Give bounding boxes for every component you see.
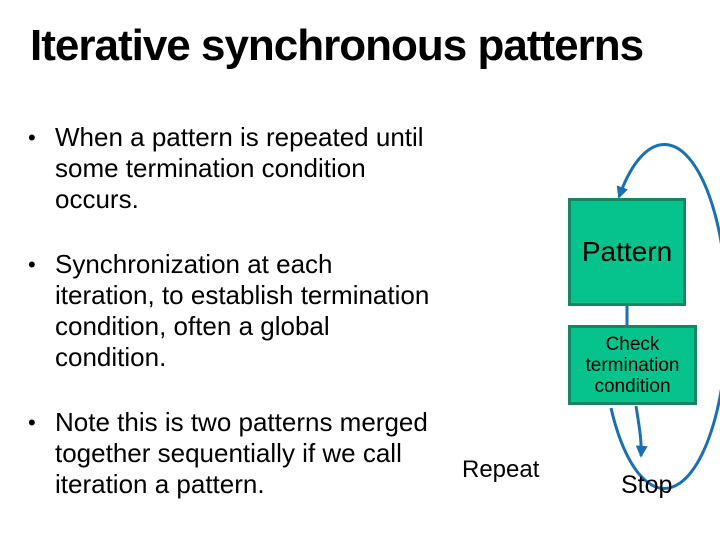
bullet-line: condition, often a global: [55, 311, 330, 341]
bullet-line: iteration, to establish termination: [55, 280, 430, 310]
check-box-line: Check: [605, 333, 660, 355]
bullet-item: • Synchronization at each iteration, to …: [28, 249, 460, 373]
pattern-box: Pattern: [568, 198, 686, 306]
check-box-line: termination: [585, 354, 680, 376]
bullet-line: together sequentially if we call: [55, 438, 402, 468]
check-termination-box: Check termination condition: [568, 325, 697, 405]
bullet-text: Note this is two patterns merged togethe…: [55, 407, 460, 500]
pattern-box-label: Pattern: [581, 236, 673, 267]
stop-label: Stop: [621, 471, 673, 499]
bullet-list: • When a pattern is repeated until some …: [28, 122, 460, 534]
bullet-line: condition.: [55, 342, 167, 372]
bullet-item: • When a pattern is repeated until some …: [28, 122, 460, 215]
check-box-line: condition: [594, 375, 671, 397]
repeat-loop-arrow: [609, 142, 720, 490]
slide-title: Iterative synchronous patterns: [30, 21, 644, 70]
bullet-line: iteration a pattern.: [55, 469, 265, 499]
bullet-line: occurs.: [55, 184, 139, 214]
bullet-line: When a pattern is repeated until: [55, 122, 424, 152]
bullet-line: Synchronization at each: [55, 249, 333, 279]
bullet-text: Synchronization at each iteration, to es…: [55, 249, 460, 373]
bullet-marker: •: [28, 252, 36, 277]
bullet-item: • Note this is two patterns merged toget…: [28, 407, 460, 500]
bullet-text: When a pattern is repeated until some te…: [55, 122, 460, 215]
bullet-line: Note this is two patterns merged: [55, 407, 428, 437]
bullet-marker: •: [28, 410, 36, 435]
repeat-label: Repeat: [462, 456, 540, 483]
bullet-line: some termination condition: [55, 153, 366, 183]
bullet-marker: •: [28, 125, 36, 150]
stop-arrow: [634, 405, 648, 458]
